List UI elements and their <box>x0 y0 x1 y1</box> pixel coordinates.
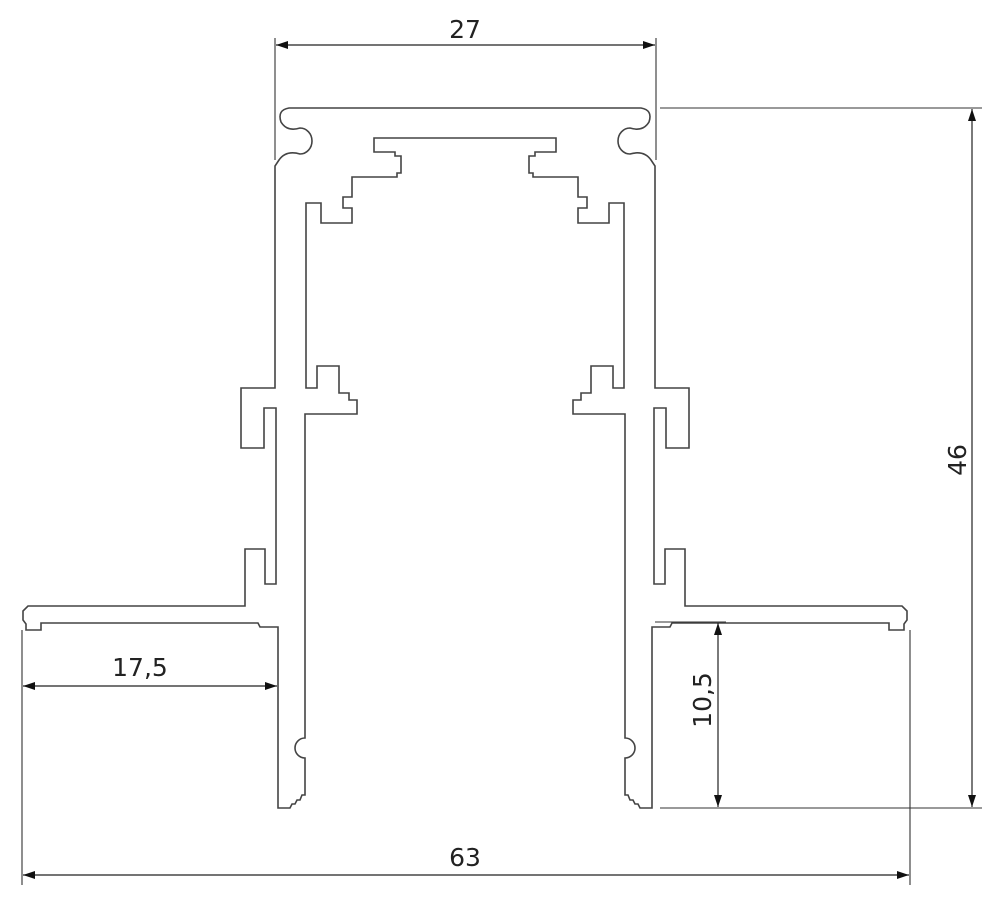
dimension-label-total-height: 46 <box>943 444 972 476</box>
dimension-label-flange-width: 17,5 <box>112 653 168 682</box>
dimension-label-lower-height: 10,5 <box>688 672 717 728</box>
profile-right-half <box>464 107 908 809</box>
dimension-label-total-width: 63 <box>449 843 481 872</box>
profile-left-half <box>22 107 466 809</box>
dimension-label-top-width: 27 <box>449 15 481 44</box>
extension-lines <box>21 38 982 885</box>
